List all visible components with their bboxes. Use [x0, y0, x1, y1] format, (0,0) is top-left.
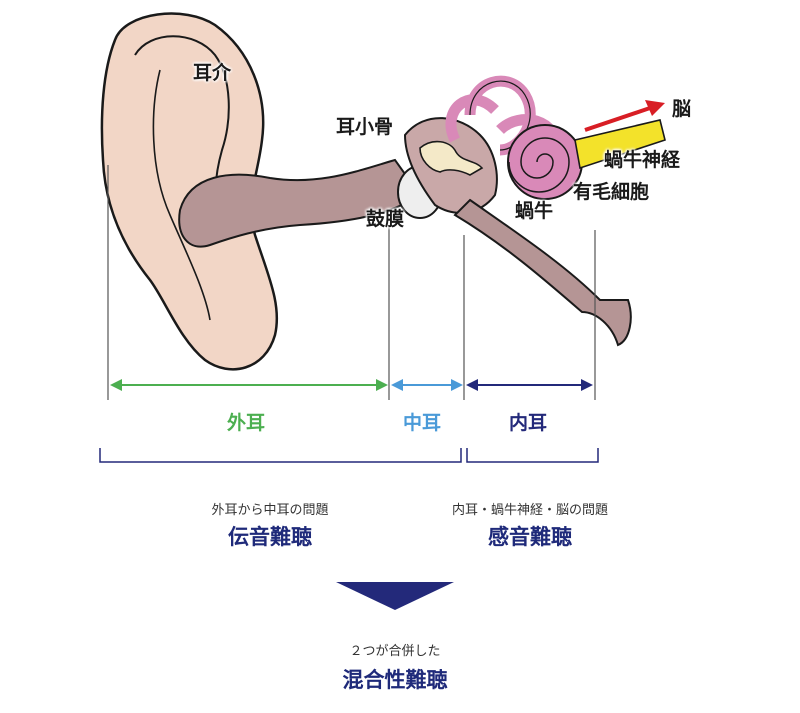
label-brain: 脳: [672, 98, 692, 120]
brain-arrow-head: [645, 100, 665, 116]
sensorineural-caption: 内耳・蝸牛神経・脳の問題: [451, 503, 608, 518]
combine-down-arrow: [336, 582, 454, 610]
outer-arrow-left-head: [110, 379, 122, 391]
label-ossicles: 耳小骨: [336, 116, 394, 138]
auricle-inner-fold: [152, 69, 211, 321]
conductive-title: 伝音難聴: [228, 525, 312, 549]
label-auricle: 耳介: [193, 62, 232, 84]
conductive-bracket: [99, 448, 462, 463]
segment-inner-label: 内耳: [509, 412, 548, 434]
middle-arrow-right-head: [451, 379, 463, 391]
label-cochlear-nerve: 蝸牛神経: [604, 149, 681, 171]
conductive-caption: 外耳から中耳の問題: [211, 503, 329, 518]
ear-canal: [178, 158, 422, 248]
cochlea-spiral: [508, 137, 570, 193]
inner-arrow-right-head: [581, 379, 593, 391]
eustachian-tube: [453, 198, 632, 347]
segment-outer-label: 外耳: [227, 412, 266, 434]
outer-arrow-right-head: [376, 379, 388, 391]
label-cochlea: 蝸牛: [515, 200, 554, 222]
label-eardrum: 鼓膜: [366, 208, 405, 230]
label-hair-cells: 有毛細胞: [573, 181, 650, 203]
sensorineural-title: 感音難聴: [488, 525, 572, 549]
segment-middle-label: 中耳: [403, 412, 442, 434]
cochlea-shape: [507, 124, 583, 200]
middle-arrow-left-head: [391, 379, 403, 391]
sensorineural-bracket: [466, 448, 599, 463]
mixed-title: 混合性難聴: [342, 668, 448, 692]
cochlear-nerve-shape: [574, 119, 666, 170]
inner-arrow-left-head: [466, 379, 478, 391]
mixed-caption: ２つが合併した: [349, 644, 441, 659]
brain-arrow: [584, 106, 651, 132]
ossicles-shape: [419, 140, 484, 176]
